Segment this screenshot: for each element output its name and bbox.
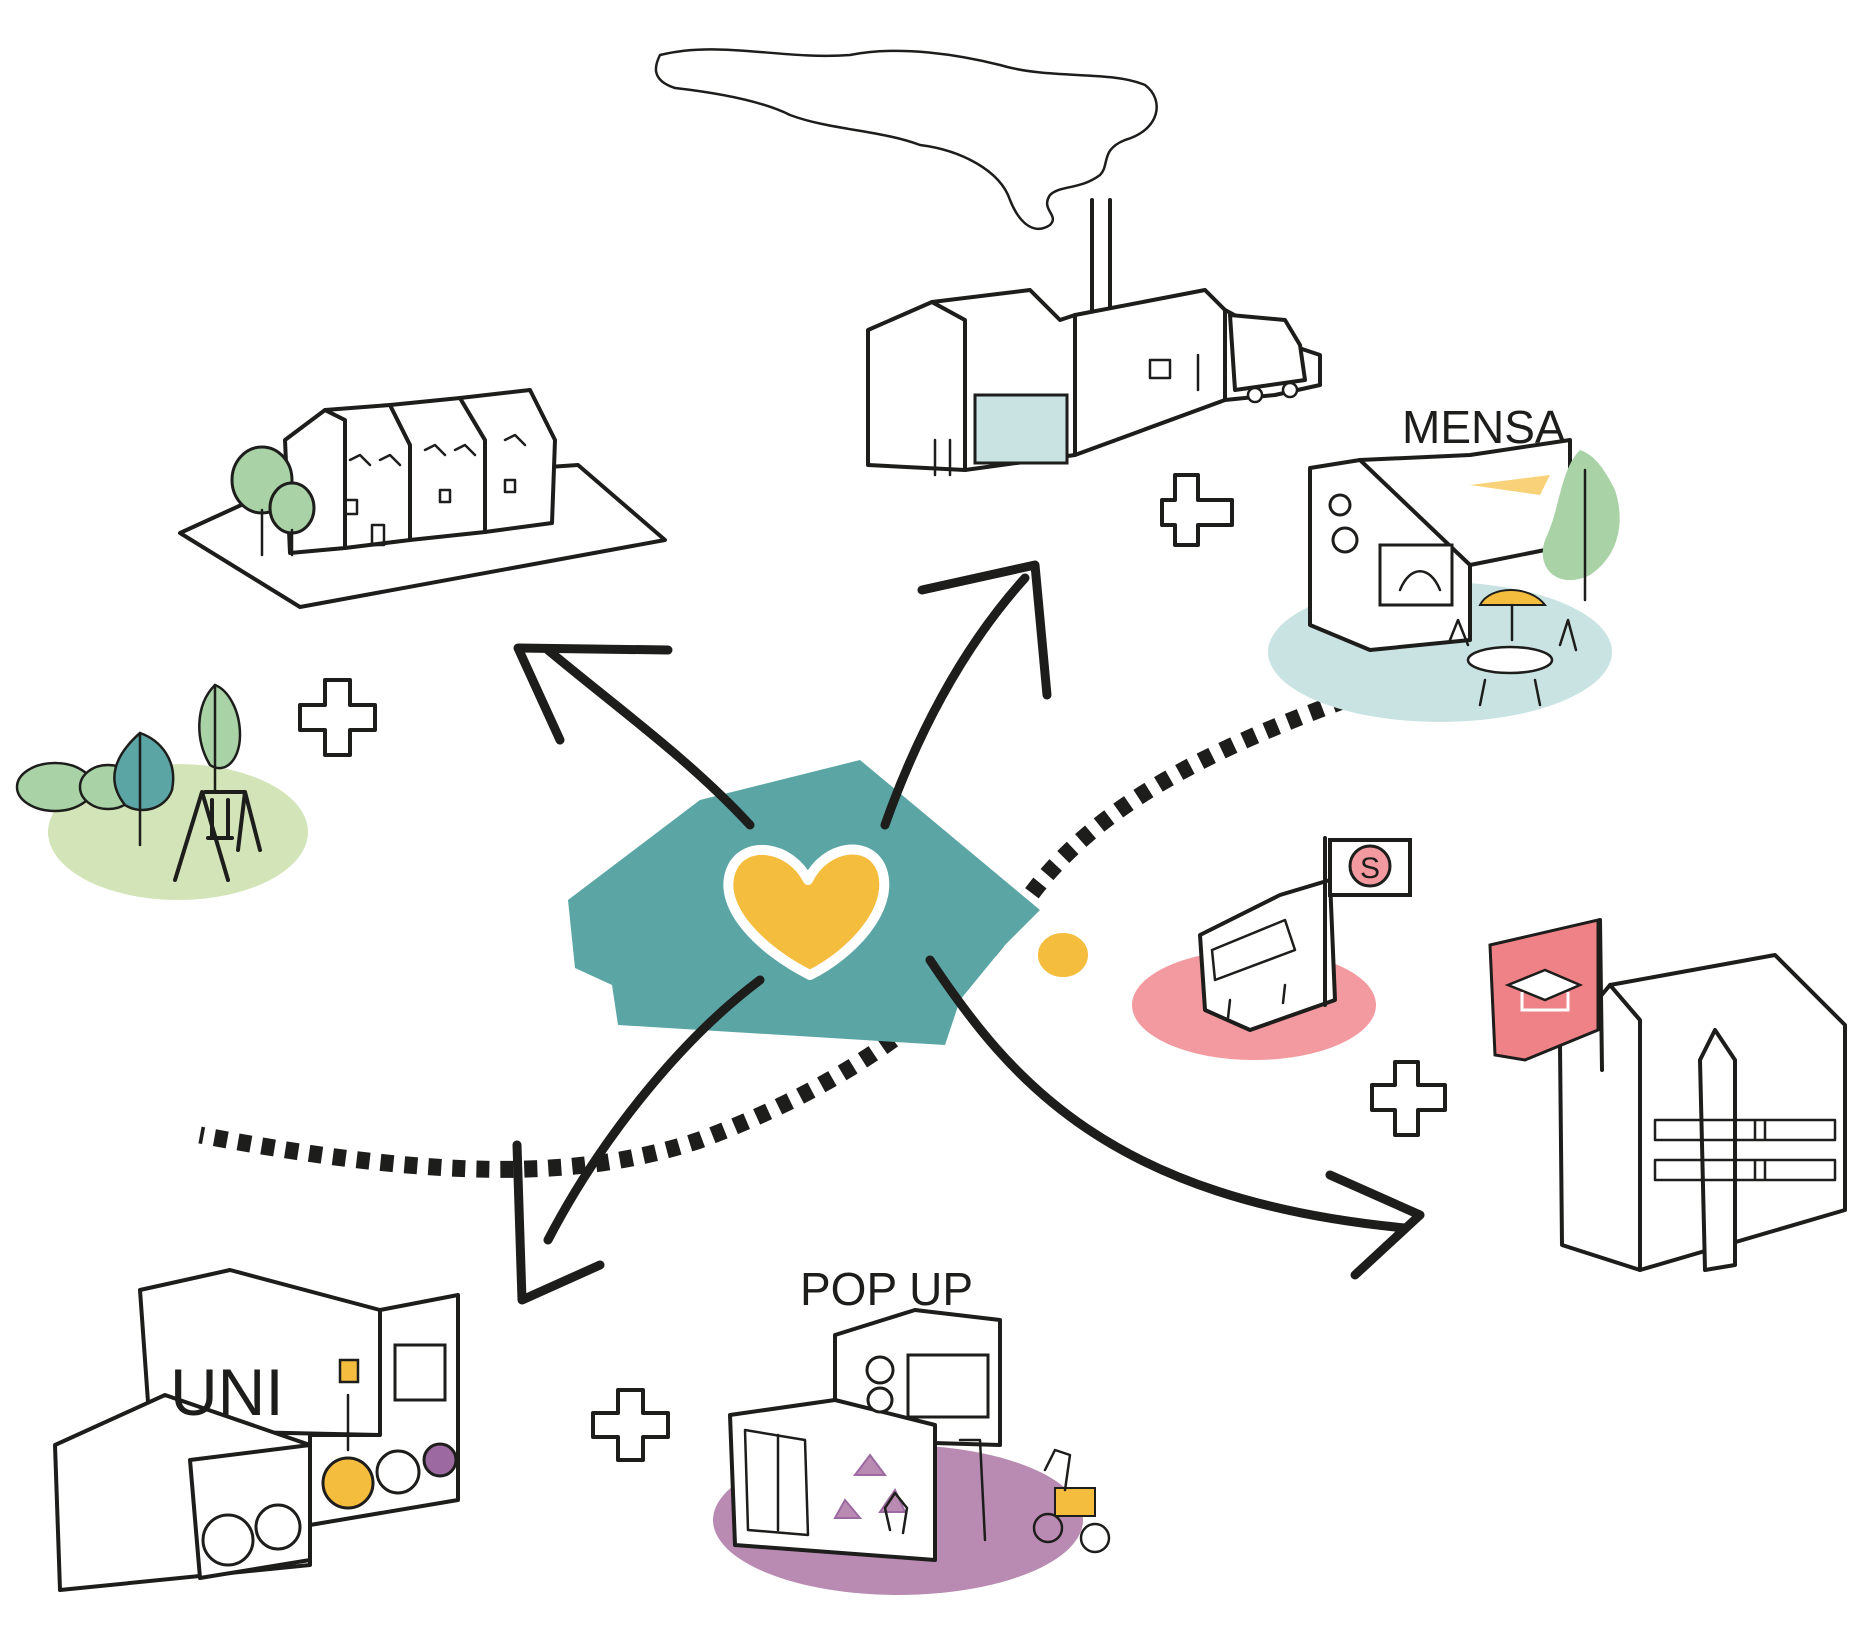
tree-icon [230,445,316,557]
arrow-to-houses [513,643,755,830]
uni-label: UNI [170,1355,284,1429]
flag-icon [1488,918,1604,1072]
plus-icon [1160,473,1234,547]
arrow-to-townhall [925,955,1425,1280]
popup-store: POP UP [713,1263,1111,1595]
tree-icon [15,683,242,847]
plus-icon [298,678,377,757]
uni-building: UNI [53,1268,460,1592]
cargo-bike-icon [1032,1448,1111,1554]
graduation-cap-icon [1504,968,1584,1012]
row-houses [178,388,667,609]
factory-icon [654,48,1322,477]
sbahn-station: S [1132,836,1412,1060]
popup-label: POP UP [800,1263,973,1315]
rail-stop-dot [1032,927,1094,983]
mensa: MENSA [1268,401,1620,722]
swing-icon [173,790,262,882]
tree-icon [1542,450,1620,602]
park [15,683,308,900]
heart-icon [723,844,890,980]
townhall-icon [1488,918,1847,1272]
station-label: S [1360,852,1380,885]
arrow-to-uni [512,975,765,1305]
truck-icon [1228,313,1307,404]
factory-gate [973,393,1069,465]
rail-line [198,692,1348,1178]
plus-icon [1370,1060,1447,1137]
arrow-to-factory [880,560,1052,830]
train-icon [1210,918,1297,1020]
plus-icon [591,1388,670,1462]
